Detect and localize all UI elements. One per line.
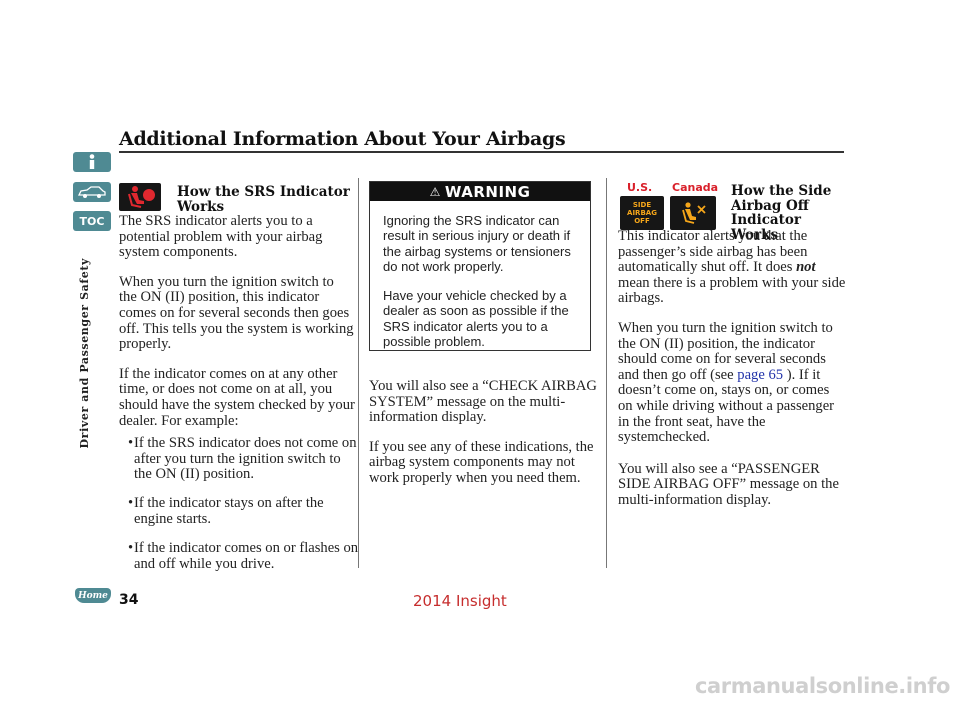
side-airbag-off-indicator-canada (670, 196, 716, 230)
paragraph: If you see any of these indications, the… (369, 438, 594, 486)
page-number: 34 (119, 592, 139, 608)
bullet-text: If the indicator comes on or flashes on … (134, 540, 359, 572)
middle-column-text: You will also see a “CHECK AIRBAG SYSTEM… (369, 378, 597, 487)
section-side-label: Driver and Passenger Safety (78, 258, 91, 449)
page-65-link[interactable]: page 65 (737, 366, 784, 383)
warning-triangle-icon: ⚠ (429, 184, 441, 199)
right-column-text: This indicator alerts you that the passe… (618, 228, 846, 509)
srs-indicator-heading: How the SRS Indicator Works (177, 184, 350, 215)
srs-indicator-icon (119, 183, 161, 211)
bullet-text: If the SRS indicator does not come on af… (134, 435, 357, 483)
paragraph: This indicator alerts you that the passe… (618, 228, 846, 307)
warning-paragraph: Have your vehicle checked by a dealer as… (383, 288, 569, 350)
indicator-text-line: OFF (634, 217, 650, 225)
text-segment: mean there is a problem with your side a… (618, 274, 846, 307)
region-canada-label: Canada (672, 181, 719, 194)
paragraph: When you turn the ignition switch to the… (618, 319, 846, 446)
warning-paragraph: Ignoring the SRS indicator can result in… (383, 213, 571, 274)
srs-indicator-text: The SRS indicator alerts you to a potent… (119, 213, 355, 429)
warning-label: WARNING (444, 182, 531, 201)
bullet-dot-icon: • (128, 540, 134, 556)
text-segment: This indicator alerts you that the passe… (618, 228, 808, 276)
info-button[interactable] (73, 152, 111, 172)
vehicle-overview-button[interactable] (73, 182, 111, 202)
home-button[interactable]: Home (75, 588, 111, 603)
warning-body: Ignoring the SRS indicator can result in… (370, 201, 590, 349)
region-us-label: U.S. (627, 181, 653, 194)
warning-box: ⚠ WARNING Ignoring the SRS indicator can… (369, 181, 591, 351)
page-title: Additional Information About Your Airbag… (119, 128, 566, 150)
bullet-item: • If the indicator comes on or flashes o… (119, 540, 359, 572)
title-divider (119, 151, 844, 153)
bullet-dot-icon: • (128, 495, 134, 511)
side-airbag-off-indicator-us: SIDE AIRBAG OFF (620, 196, 664, 230)
side-airbag-off-icon (682, 202, 706, 224)
bullet-text: If the indicator stays on after the engi… (134, 495, 324, 527)
side-airbag-off-heading: How the Side Airbag Off Indicator Works (731, 183, 832, 243)
paragraph: The SRS indicator alerts you to a potent… (119, 213, 323, 261)
bullet-dot-icon: • (128, 435, 134, 451)
indicator-text-line: AIRBAG (627, 209, 657, 217)
bullet-item: • If the indicator stays on after the en… (119, 495, 359, 527)
emphasis-text: not (796, 259, 816, 276)
paragraph: You will also see a “CHECK AIRBAG SYSTEM… (369, 378, 597, 426)
watermark-year: 2014 Insight (413, 592, 507, 610)
text-segment: When you turn the ignition switch to the… (618, 319, 833, 383)
bullet-item: • If the SRS indicator does not come on … (119, 435, 359, 483)
paragraph: When you turn the ignition switch to the… (119, 273, 354, 353)
toc-button[interactable]: TOC (73, 211, 111, 231)
warning-header: ⚠ WARNING (370, 182, 590, 201)
car-icon (77, 186, 106, 198)
column-divider-1 (358, 178, 359, 568)
info-icon (89, 154, 95, 169)
watermark-site: carmanualsonline.info (694, 674, 950, 698)
paragraph: If the indicator comes on at any other t… (119, 365, 355, 429)
column-divider-2 (606, 178, 607, 568)
indicator-text-line: SIDE (632, 201, 652, 209)
text-segment: ). If it doesn’t come on, stays on, or c… (618, 366, 835, 446)
paragraph: You will also see a “PASSENGER SIDE AIRB… (618, 460, 839, 508)
